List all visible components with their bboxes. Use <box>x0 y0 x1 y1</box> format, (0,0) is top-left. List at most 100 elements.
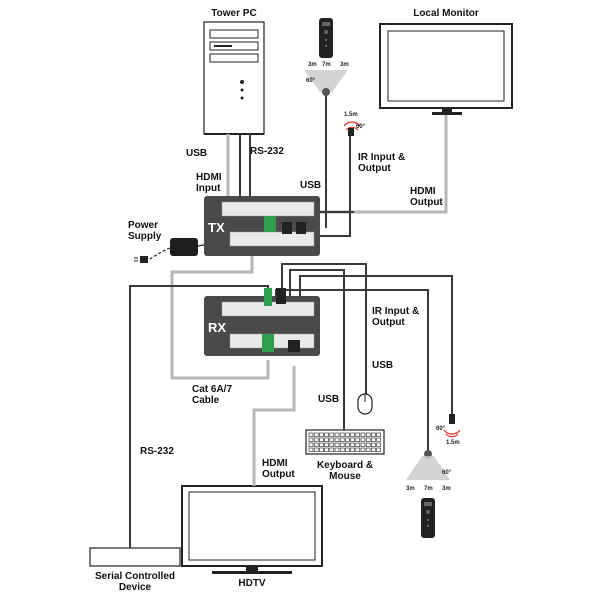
keyboard-key <box>334 447 340 452</box>
usb-keyboard-label: USB <box>318 394 340 405</box>
rx-label: RX <box>208 320 227 335</box>
rs232-device-label: RS-232 <box>140 446 174 457</box>
remote-control-top-icon <box>319 18 333 58</box>
keyboard-key <box>339 437 345 442</box>
keyboard-key <box>313 447 319 452</box>
usb-rx-label: USB <box>372 360 394 371</box>
keyboard-key <box>313 437 319 442</box>
keyboard-key <box>308 437 314 442</box>
keyboard-key <box>350 447 355 452</box>
keyboard-key <box>360 432 366 437</box>
keyboard-key <box>324 432 329 437</box>
tower-pc-icon <box>203 21 265 135</box>
keyboard-key <box>339 447 345 452</box>
hdtv-icon <box>181 485 323 574</box>
keyboard-key <box>329 442 335 447</box>
ir-top-right-range: 3m <box>340 62 349 68</box>
ir-tx-label: IR Input & Output <box>358 152 406 174</box>
serial-device-icon <box>89 547 181 567</box>
keyboard-key <box>345 432 350 437</box>
keyboard-key <box>376 442 381 447</box>
ir-bottom-left-range: 3m <box>406 486 415 492</box>
mouse-icon <box>357 393 373 415</box>
rx-usb-connector <box>276 288 286 304</box>
serial-device-label: Serial Controlled Device <box>94 571 176 593</box>
keyboard-key <box>355 432 361 437</box>
keyboard-key <box>350 437 355 442</box>
keyboard-key <box>365 432 371 437</box>
keyboard-key <box>360 442 366 447</box>
local-monitor-label: Local Monitor <box>413 8 479 19</box>
keyboard-key <box>339 442 345 447</box>
hdtv-label: HDTV <box>238 578 266 589</box>
keyboard-key <box>324 447 329 452</box>
keyboard-key <box>345 437 350 442</box>
keyboard-key <box>319 447 324 452</box>
keyboard-key <box>334 442 340 447</box>
ir-bottom-angle: 60° <box>442 470 452 476</box>
keyboard-icon <box>305 429 385 455</box>
keyboard-key <box>365 437 371 442</box>
keyboard-key <box>339 432 345 437</box>
keyboard-key <box>319 442 324 447</box>
keyboard-key <box>308 442 314 447</box>
keyboard-key <box>365 442 371 447</box>
keyboard-key <box>355 442 361 447</box>
keyboard-key <box>371 447 376 452</box>
keyboard-mouse-label: Keyboard & Mouse <box>316 460 374 482</box>
rx-rs232-connector <box>264 288 272 306</box>
rs232-pc-label: RS-232 <box>250 146 284 157</box>
ir-range-bottom-icon <box>406 450 450 480</box>
ir-bottom-mid-range: 7m <box>424 486 433 492</box>
keyboard-key <box>313 432 319 437</box>
keyboard-key <box>371 442 376 447</box>
keyboard-key <box>308 447 314 452</box>
keyboard-key <box>319 437 324 442</box>
usb-tx-label: USB <box>300 180 322 191</box>
hdmi-output-bottom-label: HDMI Output <box>262 458 295 480</box>
keyboard-key <box>324 437 329 442</box>
keyboard-key <box>324 442 329 447</box>
keyboard-key <box>376 432 381 437</box>
keyboard-key <box>371 437 376 442</box>
keyboard-key <box>334 437 340 442</box>
power-supply-label: Power Supply <box>128 220 162 242</box>
keyboard-key <box>376 437 381 442</box>
ir-range-top-icon <box>304 70 348 96</box>
usb-pc-label: USB <box>186 148 208 159</box>
remote-control-bottom-icon <box>421 498 435 538</box>
rx-ethernet-connector <box>262 334 274 352</box>
ir-top-mid-range: 7m <box>322 62 331 68</box>
keyboard-key <box>308 432 314 437</box>
ir-bottom-right-range: 3m <box>442 486 451 492</box>
keyboard-key <box>350 442 355 447</box>
ir-eye-top-angle: 60° <box>356 124 366 130</box>
keyboard-key <box>329 437 335 442</box>
keyboard-key <box>355 447 361 452</box>
ir-eye-bottom-icon <box>443 414 461 438</box>
keyboard-key <box>360 437 366 442</box>
local-monitor-icon <box>379 23 513 115</box>
ir-eye-bottom-angle: 60° <box>436 426 446 432</box>
keyboard-key <box>313 442 319 447</box>
keyboard-key <box>360 447 366 452</box>
tx-rear-panel <box>229 231 315 247</box>
ir-eye-top-distance: 1.5m <box>344 112 358 118</box>
keyboard-key <box>345 442 350 447</box>
keyboard-key <box>365 447 371 452</box>
tower-pc-label: Tower PC <box>211 8 257 19</box>
hdmi-output-top-label: HDMI Output <box>410 186 443 208</box>
keyboard-key <box>345 447 350 452</box>
ir-top-angle: 60° <box>306 78 316 84</box>
tx-label: TX <box>208 220 225 235</box>
tx-front-panel <box>221 201 315 217</box>
ir-eye-top-icon <box>343 121 361 136</box>
hdmi-input-label: HDMI Input <box>196 172 222 194</box>
ir-rx-label: IR Input & Output <box>372 306 420 328</box>
rx-hdmi-connector <box>288 340 300 352</box>
keyboard-key <box>329 447 335 452</box>
keyboard-key <box>350 432 355 437</box>
ir-top-left-range: 3m <box>308 62 317 68</box>
